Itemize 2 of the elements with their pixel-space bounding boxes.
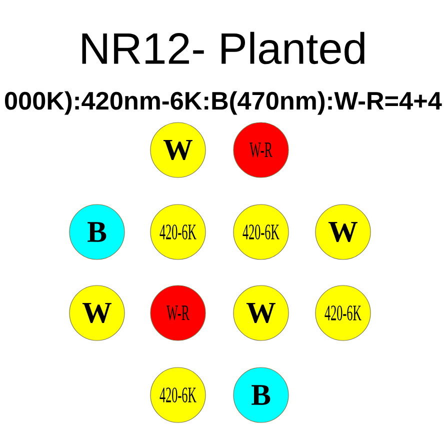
subtitle: 000K):420nm-6K:B(470nm):W-R=4+4	[5, 91, 442, 115]
title: NR12- Planted	[82, 32, 364, 64]
